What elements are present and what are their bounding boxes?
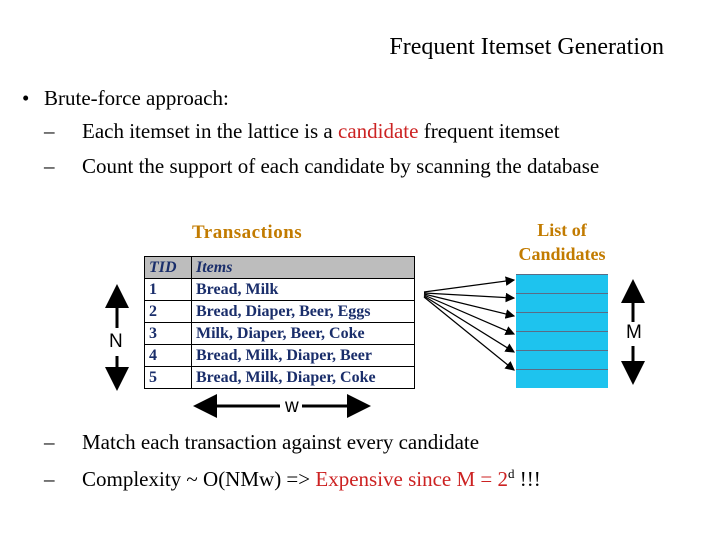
transactions-title: Transactions <box>192 222 303 243</box>
items-header: Items <box>191 256 415 279</box>
match-arrows <box>423 276 516 371</box>
w-label: w <box>285 396 299 417</box>
bullet-brute-force: • Brute-force approach: <box>22 86 229 111</box>
candidate-box <box>516 369 608 388</box>
items-cell: Bread, Diaper, Beer, Eggs <box>191 300 415 323</box>
items-cell: Milk, Diaper, Beer, Coke <box>191 322 415 345</box>
sub-text: Match each transaction against every can… <box>82 430 480 454</box>
sub-text: frequent itemset <box>418 119 560 143</box>
sub-bullet-count-support: – Count the support of each candidate by … <box>44 154 599 179</box>
sub-bullet-complexity: – Complexity ~ O(NMw) => Expensive since … <box>44 466 541 492</box>
candidate-list <box>516 274 608 388</box>
dash: – <box>44 467 55 491</box>
candidate-box <box>516 274 608 293</box>
sub-text: Complexity ~ O(NMw) => <box>82 467 316 491</box>
dash: – <box>44 119 55 143</box>
candidates-title-line: List of <box>537 220 587 240</box>
m-label: M <box>626 322 642 343</box>
dash: – <box>44 430 55 454</box>
highlight-expensive: Expensive since M = 2 <box>315 467 509 491</box>
sub-text: Count the support of each candidate by s… <box>82 154 600 178</box>
tid-header: TID <box>144 256 192 279</box>
slide-title: Frequent Itemset Generation <box>389 34 664 60</box>
highlight-candidate: candidate <box>338 119 419 143</box>
sub-bullet-match: – Match each transaction against every ca… <box>44 430 479 455</box>
sub-text: !!! <box>514 467 541 491</box>
candidates-title-line: Candidates <box>518 244 606 264</box>
sub-bullet-candidate: – Each itemset in the lattice is a candid… <box>44 119 560 144</box>
candidate-box <box>516 350 608 369</box>
bullet-marker: • <box>22 86 30 110</box>
candidate-box <box>516 312 608 331</box>
sub-text: Each itemset in the lattice is a <box>82 119 338 143</box>
candidate-box <box>516 331 608 350</box>
candidate-box <box>516 293 608 312</box>
n-label: N <box>109 331 123 352</box>
candidates-title: List of Candidates <box>506 218 618 266</box>
exponent: d <box>508 466 515 481</box>
items-cell: Bread, Milk, Diaper, Coke <box>191 366 415 389</box>
dash: – <box>44 154 55 178</box>
bullet-text: Brute-force approach: <box>44 86 229 110</box>
table-header-row: TID Items <box>144 256 415 279</box>
